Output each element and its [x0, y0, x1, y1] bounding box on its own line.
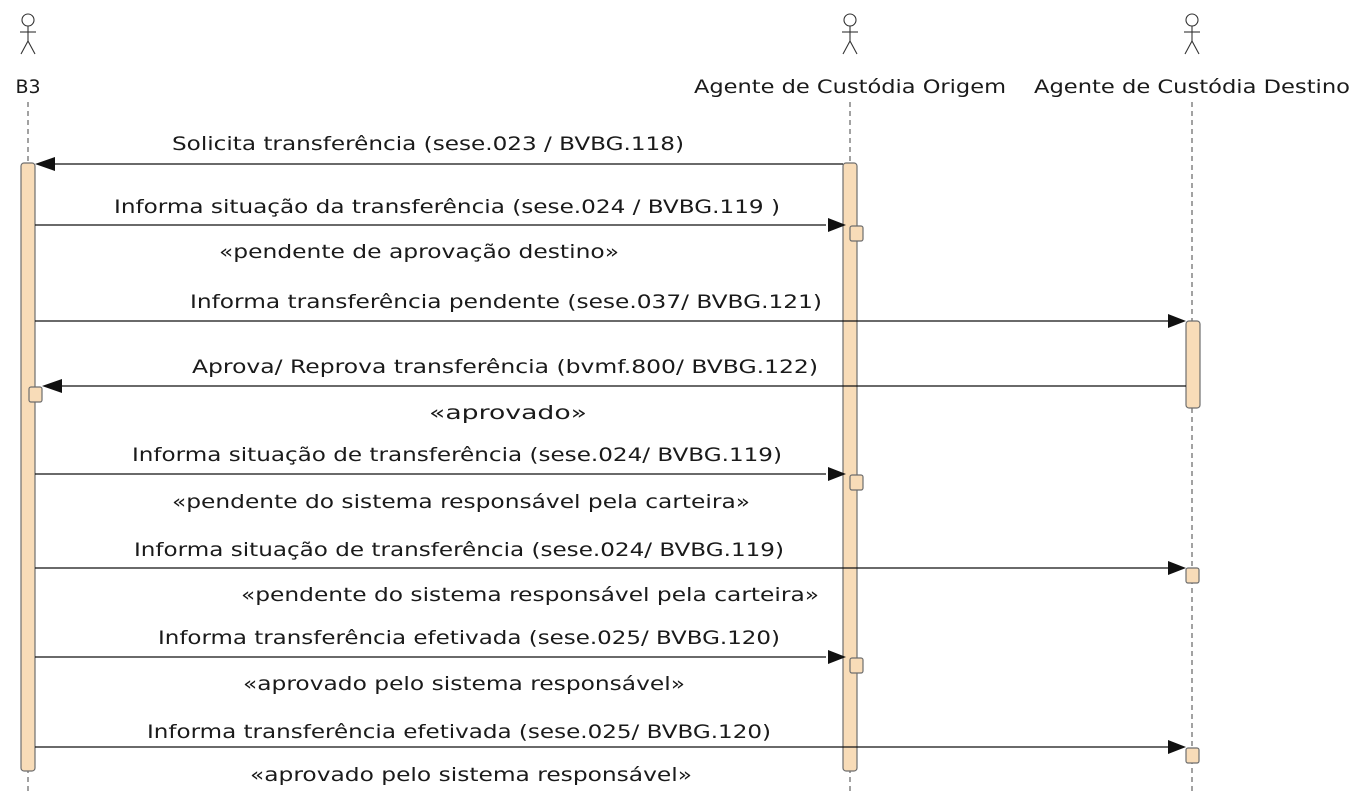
- message-6: Informa situação de transferência (sese.…: [35, 539, 1186, 606]
- message-4: Aprova/ Reprova transferência (bvmf.800/…: [42, 356, 1186, 424]
- activation-destino-nested-2: [1185, 747, 1200, 764]
- message-4-label: Aprova/ Reprova transferência (bvmf.800/…: [192, 356, 818, 378]
- actor-origem: Agente de Custódia Origem: [694, 13, 1006, 98]
- message-3: Informa transferência pendente (sese.037…: [35, 291, 1186, 328]
- message-8-label: Informa transferência efetivada (sese.02…: [147, 721, 771, 743]
- message-1: Solicita transferência (sese.023 / BVBG.…: [35, 133, 843, 171]
- actor-b3: B3: [15, 13, 41, 98]
- message-6-arrowhead-icon: [1168, 561, 1186, 575]
- message-2-arrowhead-icon: [828, 218, 846, 232]
- message-6-state: «pendente do sistema responsável pela ca…: [241, 584, 819, 606]
- message-3-arrowhead-icon: [1168, 314, 1186, 328]
- message-5: Informa situação de transferência (sese.…: [35, 444, 846, 513]
- message-2: Informa situação da transferência (sese.…: [35, 196, 846, 263]
- activation-b3: [20, 162, 36, 772]
- message-4-state: «aprovado»: [429, 402, 587, 424]
- message-8-arrowhead-icon: [1168, 740, 1186, 754]
- actor-destino-label: Agente de Custódia Destino: [1034, 76, 1350, 98]
- activation-origem-nested-2: [849, 474, 864, 491]
- activation-origem-nested-3: [849, 657, 864, 674]
- activation-origem-nested-1: [849, 225, 864, 242]
- message-5-state: «pendente do sistema responsável pela ca…: [172, 491, 750, 513]
- message-5-arrowhead-icon: [828, 467, 846, 481]
- message-5-label: Informa situação de transferência (sese.…: [132, 444, 782, 466]
- message-7: Informa transferência efetivada (sese.02…: [35, 627, 846, 695]
- actor-origem-stick-figure-icon: [842, 13, 858, 55]
- message-7-state: «aprovado pelo sistema responsável»: [243, 673, 685, 695]
- message-7-arrowhead-icon: [828, 650, 846, 664]
- activation-b3-nested: [28, 386, 43, 403]
- actor-origem-label: Agente de Custódia Origem: [694, 76, 1006, 98]
- actor-b3-label: B3: [15, 76, 40, 98]
- message-8: Informa transferência efetivada (sese.02…: [35, 721, 1186, 786]
- message-1-label: Solicita transferência (sese.023 / BVBG.…: [172, 133, 684, 155]
- activation-destino-nested-1: [1185, 567, 1200, 584]
- message-6-label: Informa situação de transferência (sese.…: [134, 539, 784, 561]
- message-3-label: Informa transferência pendente (sese.037…: [190, 291, 822, 313]
- actor-destino: Agente de Custódia Destino: [1034, 13, 1350, 98]
- message-1-arrowhead-icon: [35, 157, 55, 171]
- actor-destino-stick-figure-icon: [1184, 13, 1200, 55]
- message-7-label: Informa transferência efetivada (sese.02…: [158, 627, 780, 649]
- message-2-label: Informa situação da transferência (sese.…: [114, 196, 780, 218]
- message-2-state: «pendente de aprovação destino»: [219, 241, 619, 263]
- message-4-arrowhead-icon: [42, 379, 62, 393]
- message-8-state: «aprovado pelo sistema responsável»: [250, 764, 692, 786]
- activation-destino: [1185, 320, 1201, 409]
- actor-b3-stick-figure-icon: [20, 13, 36, 55]
- activation-origem: [842, 162, 858, 772]
